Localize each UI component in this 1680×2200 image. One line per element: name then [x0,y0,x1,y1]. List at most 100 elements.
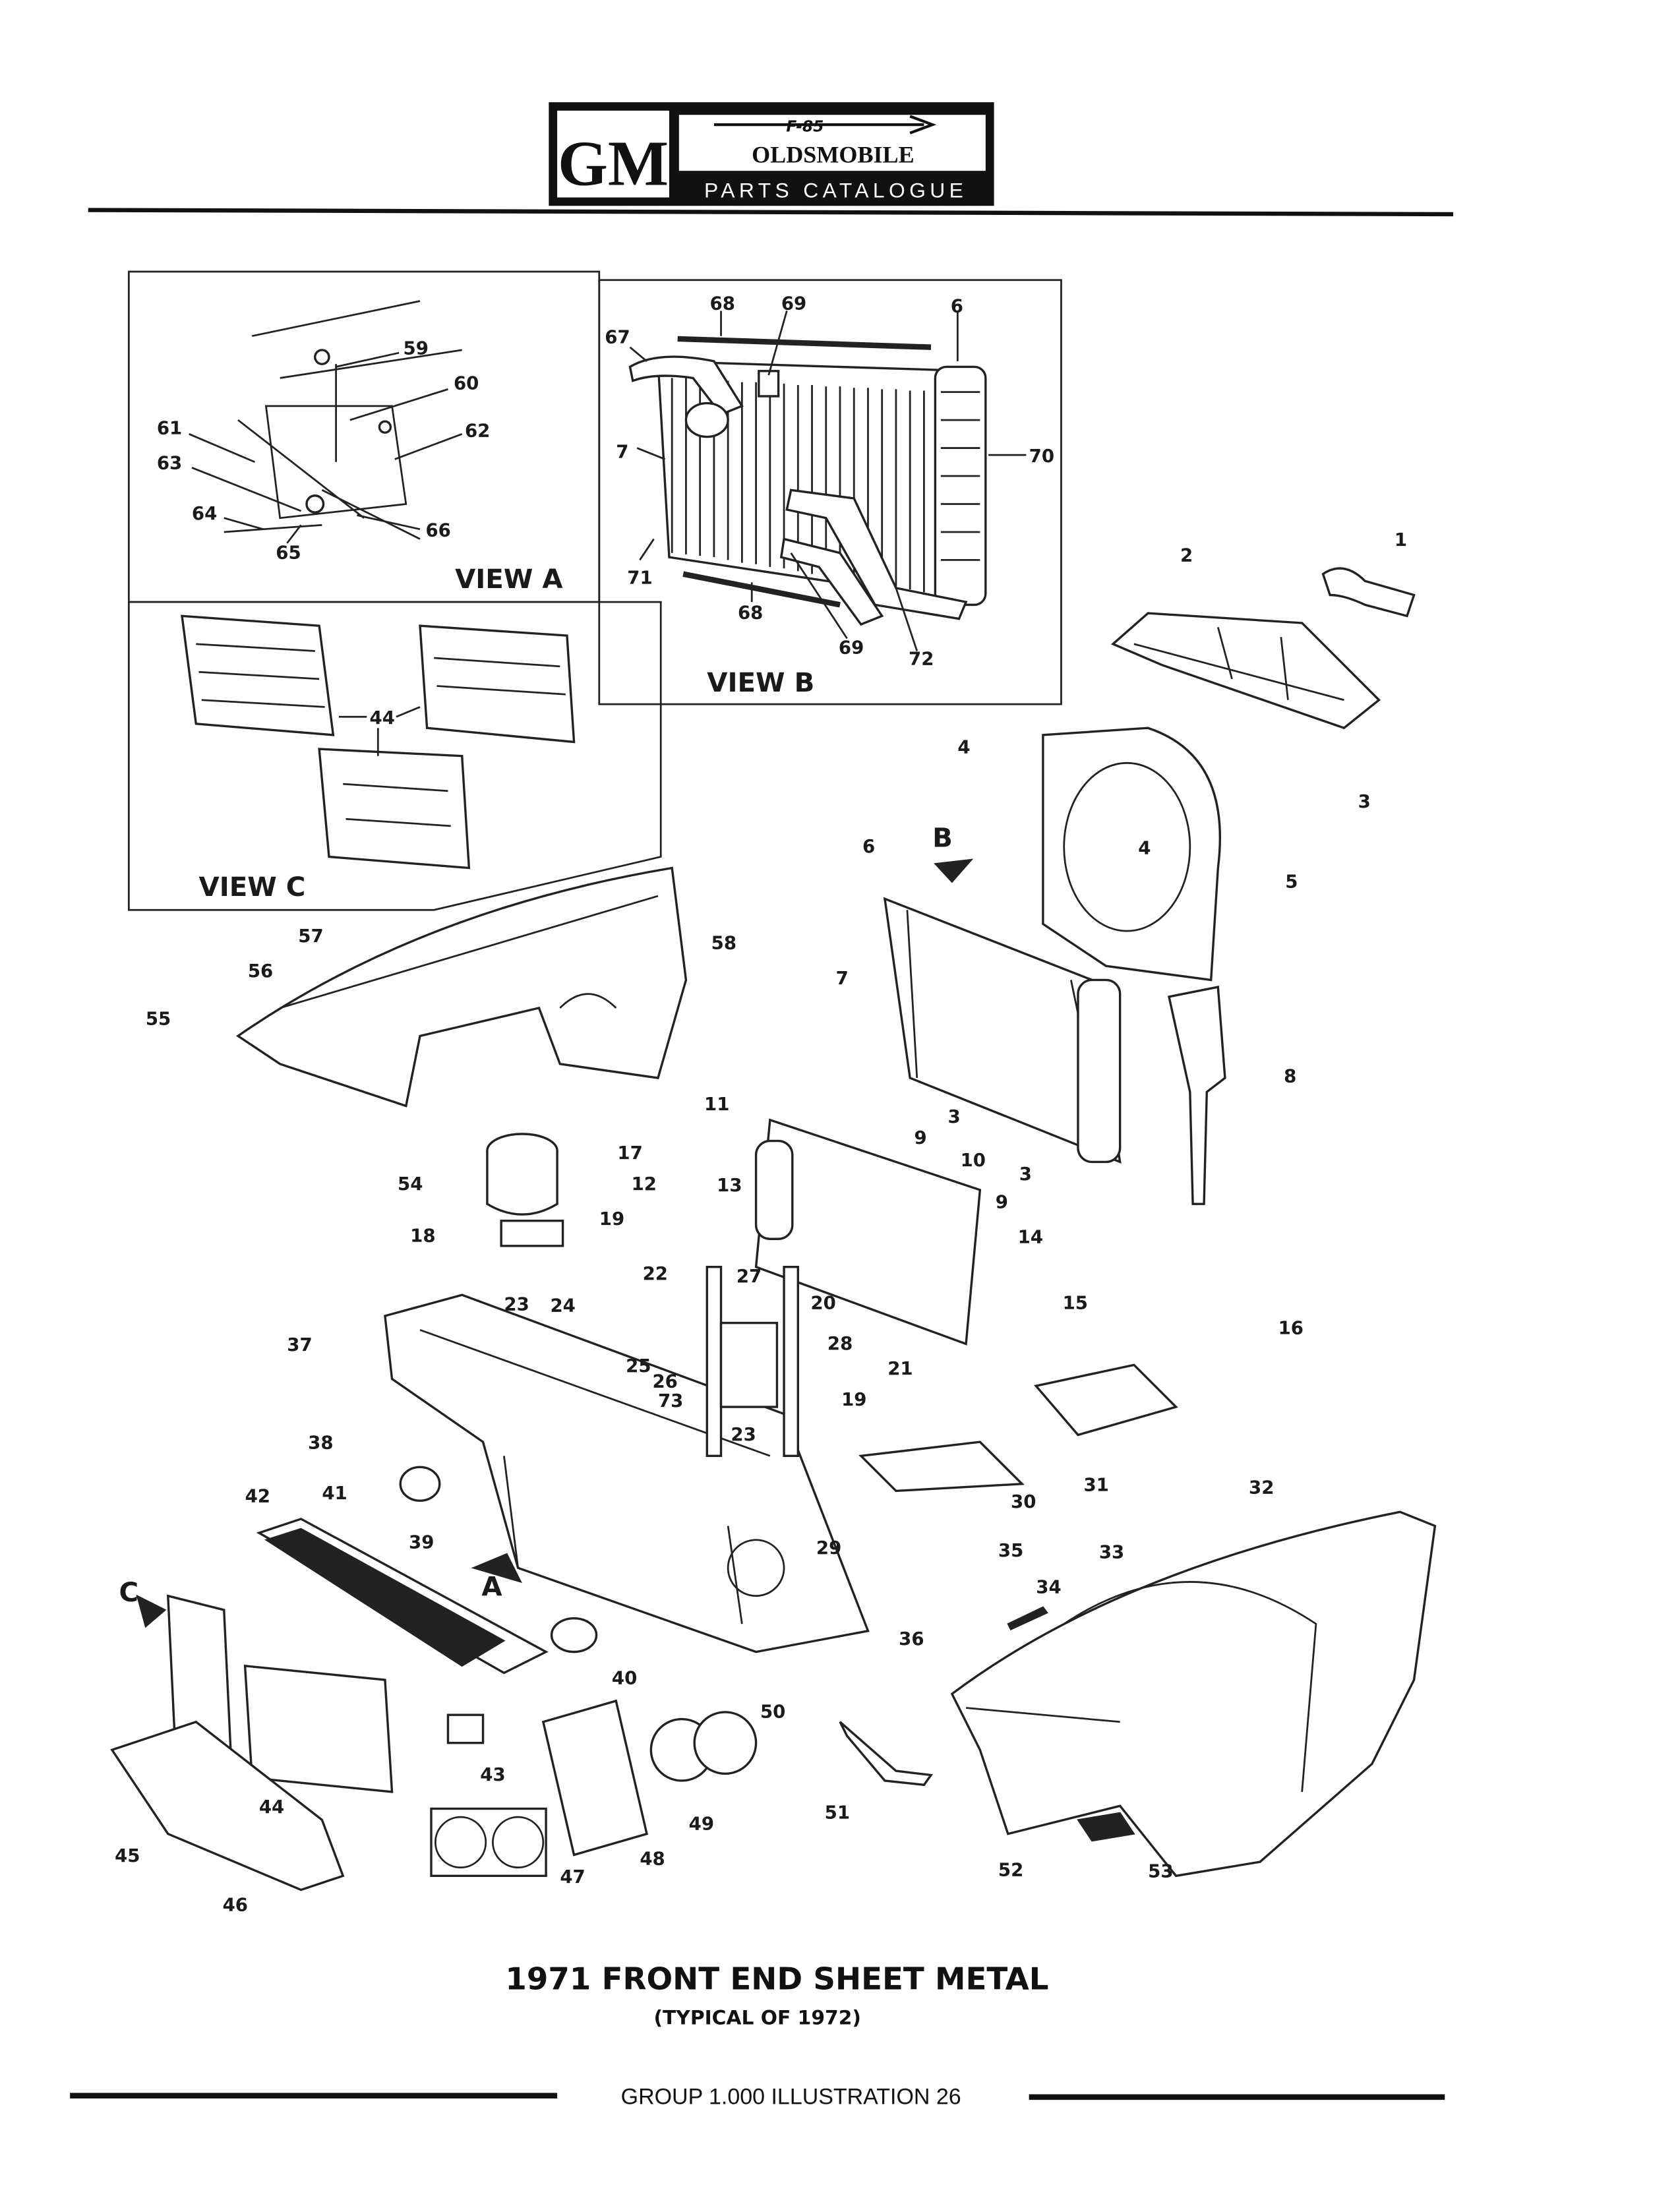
callout: 51 [825,1801,850,1823]
view-reference-letter: C [119,1577,138,1608]
callout: 18 [410,1224,435,1246]
view-a-box: VIEW A [127,270,601,603]
callout: 45 [115,1845,140,1866]
header-rule [88,208,1454,217]
callout: 13 [717,1174,742,1196]
callout: 69 [781,292,806,314]
callout: 38 [308,1432,333,1454]
callout: 9 [996,1191,1008,1213]
callout: 3 [1019,1163,1032,1185]
callout: 4 [957,736,970,758]
callout: 22 [643,1263,668,1284]
callout: 72 [909,648,934,670]
illustration-subtitle: (TYPICAL OF 1972) [653,2006,861,2029]
callout: 53 [1148,1860,1173,1882]
callout: 43 [480,1764,505,1785]
callout: 40 [612,1667,637,1688]
callout: 70 [1029,445,1054,467]
callout: 42 [245,1485,270,1506]
callout: 17 [617,1142,642,1164]
callout: 62 [465,420,490,442]
callout: 35 [998,1539,1023,1561]
callout: 37 [287,1334,312,1355]
callout: 60 [454,372,479,394]
callout: 4 [1138,837,1151,858]
callout: 65 [276,541,301,563]
exploded-front-end-diagram [110,567,1437,1891]
callout: 73 [658,1390,683,1412]
callout: 25 [626,1355,651,1377]
callout: 23 [731,1423,756,1445]
callout: 28 [827,1332,853,1354]
callout: 44 [370,707,395,728]
callout: 41 [322,1482,347,1504]
svg-text:VIEW B: VIEW B [707,667,814,698]
view-c-box: VIEW C [127,601,662,911]
view-reference-letter: B [932,823,953,854]
callout: 52 [998,1858,1023,1880]
svg-text:F-85: F-85 [786,117,824,136]
callout: 33 [1099,1541,1124,1562]
callout: 46 [223,1893,248,1915]
callout: 3 [1358,790,1371,812]
callout: 8 [1284,1065,1296,1086]
callout: 50 [760,1700,785,1722]
svg-text:OLDSMOBILE: OLDSMOBILE [752,141,915,167]
svg-text:VIEW C: VIEW C [199,872,306,903]
view-b-box: VIEW B [598,279,1062,705]
callout: 10 [961,1149,986,1171]
view-c-callouts: 44 [370,707,395,728]
view-reference-letter: A [481,1572,502,1603]
callout: 27 [736,1265,762,1287]
illustration-title: 1971 FRONT END SHEET METAL [505,1961,1048,1997]
callout: 67 [605,326,630,347]
callout: 59 [404,337,429,359]
svg-text:PARTS CATALOGUE: PARTS CATALOGUE [704,178,967,202]
callout: 48 [640,1847,665,1869]
callout: 44 [259,1796,284,1818]
callout: 47 [560,1866,585,1888]
callout: 36 [899,1628,924,1650]
callout: 30 [1011,1491,1036,1512]
callout: 5 [1285,870,1298,892]
callout: 19 [599,1208,624,1230]
callout: 68 [738,602,763,624]
view-a-callouts: 59 60 61 62 63 64 65 66 [157,337,491,563]
callout: 32 [1249,1477,1274,1499]
svg-text:GM: GM [558,128,669,199]
callout: 61 [157,417,182,438]
callout: 3 [947,1106,960,1127]
callout: 16 [1278,1317,1304,1339]
callout: 66 [425,519,450,541]
callout: 49 [689,1812,714,1834]
callout: 20 [810,1292,835,1313]
view-b-callouts: 68 69 6 67 7 70 71 68 69 72 [605,292,1054,669]
callout: 24 [550,1295,575,1317]
callout: 14 [1018,1226,1043,1248]
callout: 63 [157,452,182,473]
callout: 9 [915,1127,927,1148]
callout: 6 [862,835,875,857]
callout: 68 [710,292,735,314]
callout: 34 [1036,1576,1061,1597]
callout: 57 [298,925,323,947]
callout: 21 [887,1357,913,1379]
svg-text:VIEW A: VIEW A [455,564,563,595]
callout: 26 [652,1370,677,1392]
callout: 69 [839,637,864,659]
callout: 7 [836,967,849,989]
callout: 12 [632,1173,657,1195]
callout: 54 [398,1173,423,1195]
callout: 11 [704,1093,729,1115]
callout: 1 [1395,529,1407,550]
callout: 56 [248,960,273,982]
footer-label: GROUP 1.000 ILLUSTRATION 26 [621,2084,961,2109]
callout: 71 [627,567,652,589]
callout: 39 [409,1531,434,1553]
callout: 29 [816,1537,841,1559]
gm-oldsmobile-logo: GM F-85 OLDSMOBILE PARTS CATALOGUE [549,102,994,206]
callout: 15 [1063,1292,1088,1313]
callout: 7 [616,440,628,462]
callout: 31 [1083,1473,1108,1495]
